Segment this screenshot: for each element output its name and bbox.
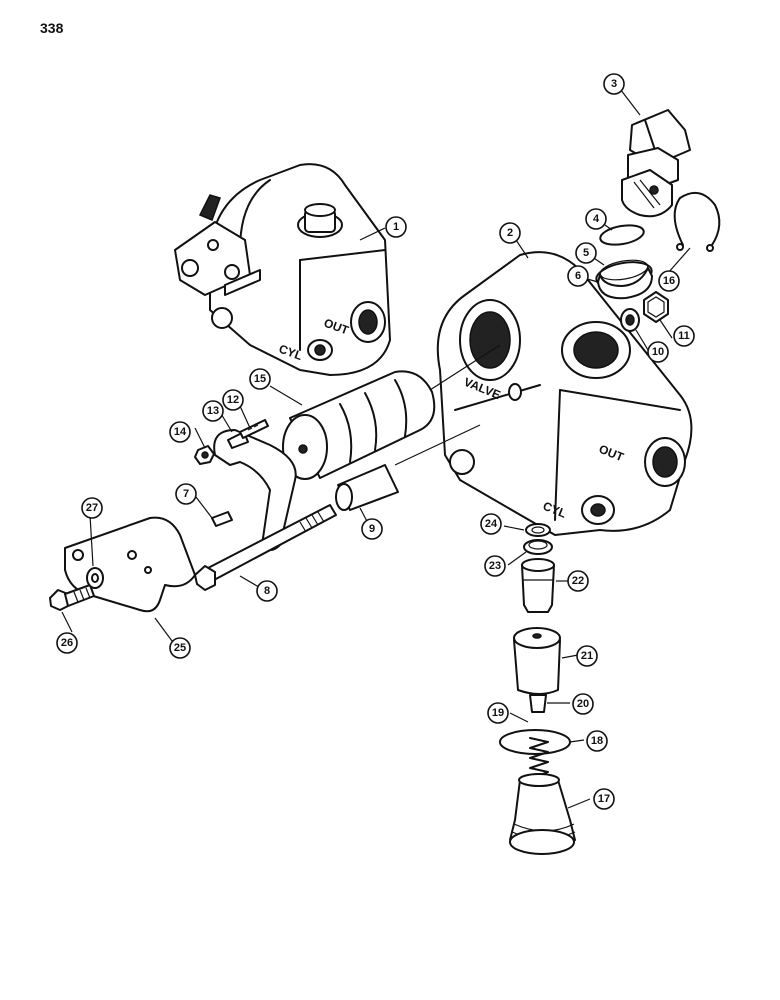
ring-part-23 bbox=[523, 539, 553, 555]
svg-text:11: 11 bbox=[678, 330, 690, 342]
svg-text:12: 12 bbox=[227, 394, 239, 406]
svg-text:6: 6 bbox=[575, 270, 581, 282]
callout-18: 18 bbox=[586, 730, 608, 752]
poppet-part-20 bbox=[529, 694, 547, 713]
callout-16: 16 bbox=[658, 270, 680, 292]
callout-10: 10 bbox=[647, 341, 669, 363]
o-ring-part-18 bbox=[499, 729, 571, 755]
spring-part-19 bbox=[529, 737, 549, 779]
svg-text:1: 1 bbox=[393, 221, 399, 233]
svg-text:18: 18 bbox=[591, 735, 603, 747]
valve-body-part-2: VALVE OUT CYL bbox=[436, 251, 693, 536]
svg-text:3: 3 bbox=[611, 78, 617, 90]
callout-19: 19 bbox=[487, 702, 509, 724]
svg-text:13: 13 bbox=[207, 405, 219, 417]
svg-text:16: 16 bbox=[663, 275, 675, 287]
svg-text:7: 7 bbox=[183, 488, 189, 500]
svg-text:5: 5 bbox=[583, 247, 589, 259]
nut-part-14 bbox=[194, 445, 215, 465]
svg-text:27: 27 bbox=[86, 502, 98, 514]
svg-text:24: 24 bbox=[485, 518, 498, 530]
callout-21: 21 bbox=[576, 645, 598, 667]
relief-fitting-part-3 bbox=[621, 109, 691, 218]
callout-3: 3 bbox=[603, 73, 625, 95]
callout-26: 26 bbox=[56, 632, 78, 654]
callout-1: 1 bbox=[385, 216, 407, 238]
pin-part-7 bbox=[211, 511, 233, 527]
spool-part-15 bbox=[282, 344, 501, 480]
svg-text:15: 15 bbox=[254, 373, 266, 385]
callout-9: 9 bbox=[361, 518, 383, 540]
assembled-valve-part-1: OUT CYL bbox=[174, 163, 391, 376]
callout-22: 22 bbox=[567, 570, 589, 592]
callout-11: 11 bbox=[673, 325, 695, 347]
svg-text:21: 21 bbox=[581, 650, 593, 662]
seal-part-24 bbox=[525, 523, 551, 537]
svg-text:19: 19 bbox=[492, 707, 504, 719]
washer-part-27 bbox=[86, 567, 104, 589]
callout-13: 13 bbox=[202, 400, 224, 422]
callout-7: 7 bbox=[175, 483, 197, 505]
callout-17: 17 bbox=[593, 788, 615, 810]
tube-part-9 bbox=[335, 464, 399, 511]
callout-23: 23 bbox=[484, 555, 506, 577]
capscrew-part-26 bbox=[49, 584, 95, 611]
callout-24: 24 bbox=[480, 513, 502, 535]
svg-text:10: 10 bbox=[652, 346, 664, 358]
callout-6: 6 bbox=[567, 265, 589, 287]
svg-text:2: 2 bbox=[507, 227, 513, 239]
callout-27: 27 bbox=[81, 497, 103, 519]
callout-2: 2 bbox=[499, 222, 521, 244]
callout-20: 20 bbox=[572, 693, 594, 715]
svg-text:25: 25 bbox=[174, 642, 186, 654]
svg-text:20: 20 bbox=[577, 698, 589, 710]
washer-part-10 bbox=[620, 308, 640, 332]
callout-12: 12 bbox=[222, 389, 244, 411]
nut-part-11 bbox=[643, 291, 669, 323]
screw-part-12 bbox=[239, 419, 269, 439]
seat-ring-part-6 bbox=[597, 267, 653, 300]
svg-text:4: 4 bbox=[593, 213, 600, 225]
callout-14: 14 bbox=[169, 421, 191, 443]
svg-text:23: 23 bbox=[489, 560, 501, 572]
svg-text:26: 26 bbox=[61, 637, 73, 649]
callout-15: 15 bbox=[249, 368, 271, 390]
callout-8: 8 bbox=[256, 580, 278, 602]
page-number: 338 bbox=[40, 20, 64, 36]
callout-5: 5 bbox=[575, 242, 597, 264]
o-ring-part-4 bbox=[599, 224, 645, 246]
svg-text:8: 8 bbox=[264, 585, 270, 597]
svg-text:14: 14 bbox=[174, 426, 187, 438]
svg-text:9: 9 bbox=[369, 523, 375, 535]
plunger-part-22 bbox=[521, 558, 555, 613]
callout-25: 25 bbox=[169, 637, 191, 659]
svg-text:22: 22 bbox=[572, 575, 584, 587]
piston-part-21 bbox=[513, 627, 561, 695]
snap-ring-part-16 bbox=[673, 191, 721, 252]
callout-4: 4 bbox=[585, 208, 607, 230]
plug-part-17 bbox=[509, 773, 576, 855]
bolt-part-8 bbox=[194, 504, 337, 591]
svg-text:17: 17 bbox=[598, 793, 610, 805]
